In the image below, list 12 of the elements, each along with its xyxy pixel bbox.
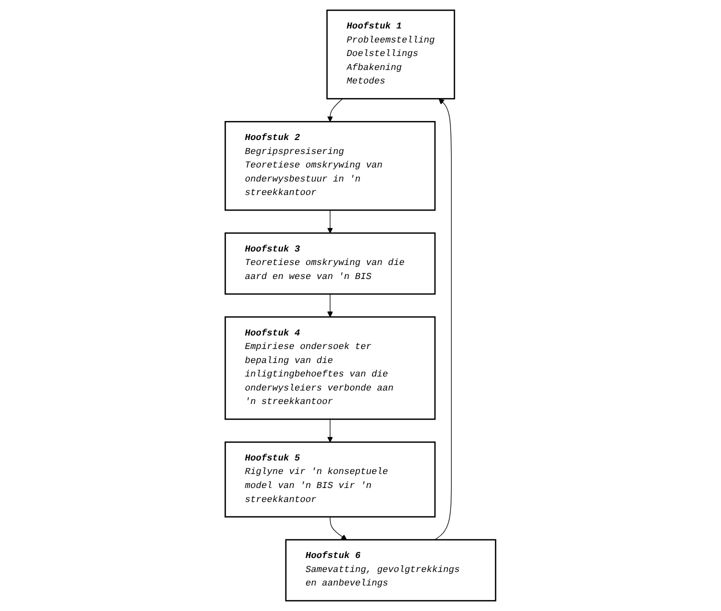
arrow [327,418,334,442]
node-box: Hoofstuk 2 Begripspresisering Teoretiese omskrywing van onderwysbestuur in 'n streekkantoor [224,121,436,211]
node-box: Hoofstuk 5 Riglyne vir 'n konseptuele model van 'n BIS vir 'n streekkantoor [224,442,436,518]
node-box: Hoofstuk 3 Teoretiese omskrywing van die aard en wese van 'n BIS [224,232,436,295]
node-box: Hoofstuk 4 Empiriese ondersoek ter bepaling van die inligtingbehoeftes van die onderwysleiers verbonde aan 'n streekkantoor [224,316,436,420]
arrow [327,210,334,234]
arrow [327,98,343,122]
arrow [327,294,334,318]
node-box: Hoofstuk 6 Samevatting, gevolgtrekkings en aanbevelings [285,539,496,602]
node-box: Hoofstuk 1 Probleemstelling Doelstellings Afbakening Metodes [326,10,456,100]
arrow [330,516,348,540]
arrow [434,98,452,540]
